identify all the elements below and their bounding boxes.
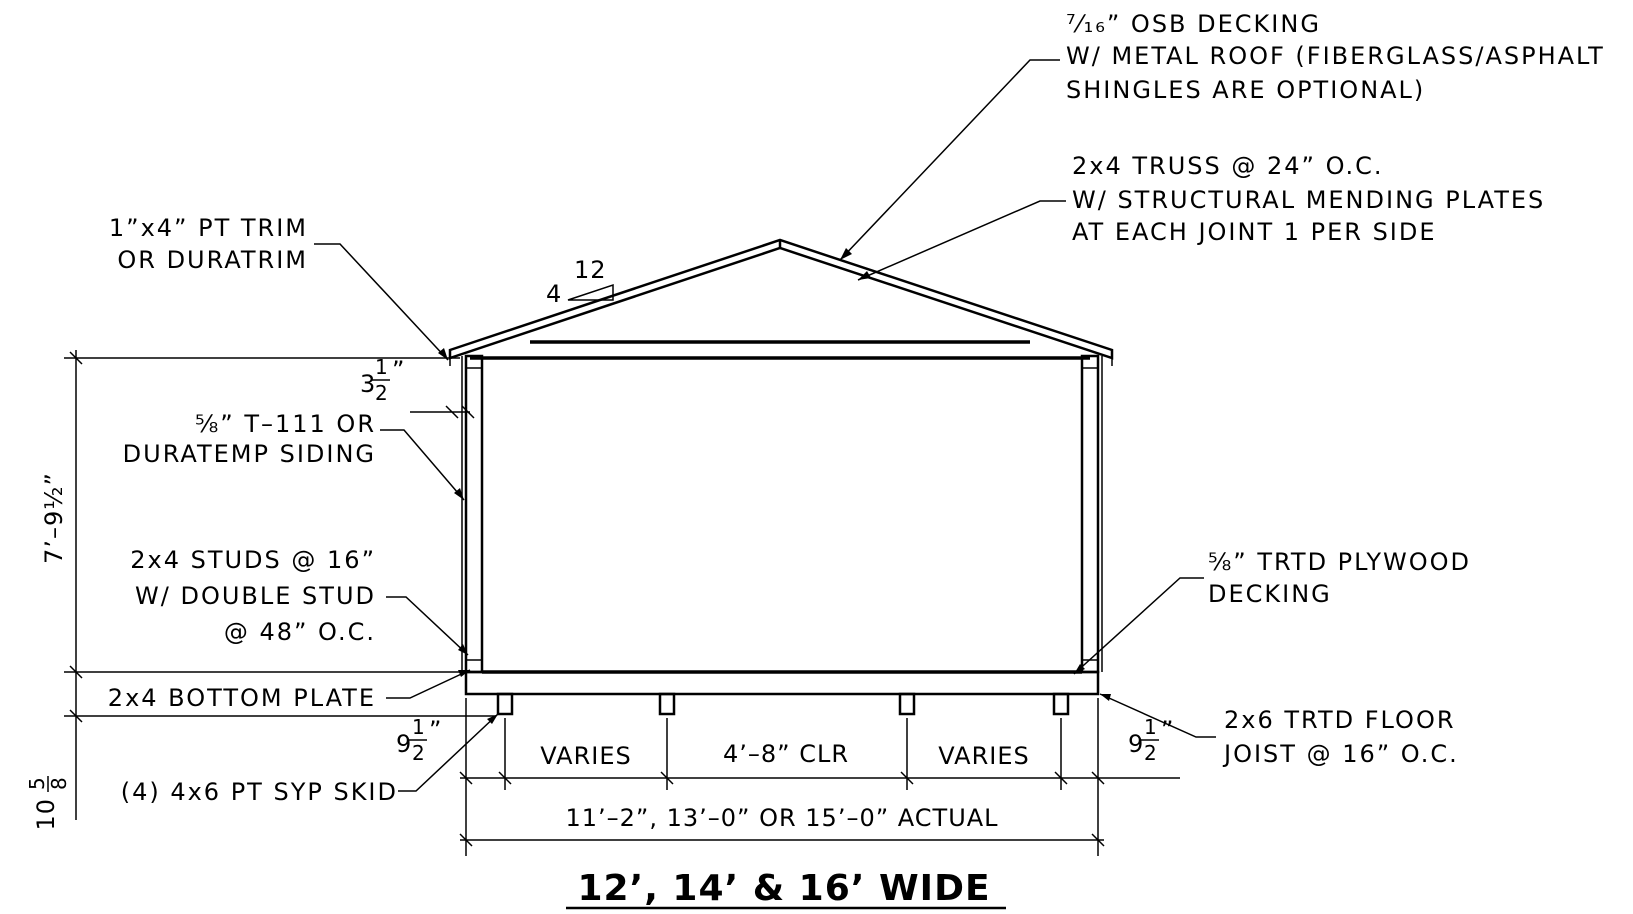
dimension-text: 7’–9½” 10 5 8 3 1 2 ” 9 1 2 ” 9 1 2 ” xyxy=(25,355,1174,832)
leader-siding xyxy=(380,429,465,501)
leader-siding-arrow xyxy=(454,488,464,500)
pitch-run: 12 xyxy=(574,256,607,284)
note-trim-2: OR DURATRIM xyxy=(117,246,308,274)
floor-joist xyxy=(464,670,1100,696)
note-truss-3: AT EACH JOINT 1 PER SIDE xyxy=(1072,218,1437,246)
skid-1 xyxy=(496,692,514,716)
leader-studs xyxy=(386,596,469,656)
leaders xyxy=(314,59,1216,792)
tick-overall-right xyxy=(1091,833,1105,847)
walls xyxy=(461,354,1103,674)
tick-span-4 xyxy=(900,771,914,785)
notes: ⁷⁄₁₆” OSB DECKING W/ METAL ROOF (FIBERGL… xyxy=(108,10,1605,806)
drawing-title: 12’, 14’ & 16’ WIDE xyxy=(577,868,990,909)
tick-wall-bottom xyxy=(69,665,83,679)
skids xyxy=(496,692,1070,716)
pitch-rise: 4 xyxy=(546,280,562,308)
tick-plate-a xyxy=(445,405,459,419)
note-skid: (4) 4x6 PT SYP SKID xyxy=(121,778,398,806)
tick-span-5 xyxy=(1054,771,1068,785)
dimension-lines xyxy=(64,350,1180,856)
right-wall-stud xyxy=(1080,354,1100,674)
leader-trim xyxy=(314,243,449,361)
note-studs-1: 2x4 STUDS @ 16” xyxy=(130,546,376,574)
leader-roof-decking xyxy=(839,59,1060,261)
note-studs-3: @ 48” O.C. xyxy=(224,618,376,646)
leader-floor-joist xyxy=(1099,693,1216,738)
dim-span-center: 4’–8” CLR xyxy=(723,740,849,768)
dim-overhang-left-den: 2 xyxy=(412,741,425,765)
left-top-plate xyxy=(465,355,483,369)
leader-roof-decking-arrow xyxy=(840,248,852,260)
note-roof-decking-1: ⁷⁄₁₆” OSB DECKING xyxy=(1066,10,1321,38)
floor xyxy=(464,670,1100,696)
note-floor-decking-1: ⅝” TRTD PLYWOOD xyxy=(1208,548,1471,576)
dim-overhang-left: 9 1 2 ” xyxy=(396,715,442,765)
dim-overhang-right-den: 2 xyxy=(1144,741,1157,765)
dim-wall-height: 7’–9½” xyxy=(40,472,68,564)
leader-truss-arrow xyxy=(858,271,871,280)
note-siding-1: ⅝” T–111 OR xyxy=(195,410,376,438)
note-siding-2: DURATEMP SIDING xyxy=(123,440,376,468)
dim-overhang-left-inch: ” xyxy=(429,716,442,744)
note-studs-2: W/ DOUBLE STUD xyxy=(135,582,376,610)
dim-plate-num: 1 xyxy=(375,355,388,379)
dim-floor-height-whole: 10 xyxy=(32,798,60,831)
tick-span-1 xyxy=(459,771,473,785)
note-roof-decking-2: W/ METAL ROOF (FIBERGLASS/ASPHALT xyxy=(1066,42,1605,70)
dim-plate-den: 2 xyxy=(375,381,388,405)
dim-span-left: VARIES xyxy=(540,742,631,770)
leader-bottom-plate xyxy=(386,669,471,699)
note-floor-decking-2: DECKING xyxy=(1208,580,1332,608)
dim-overhang-right-num: 1 xyxy=(1144,715,1157,739)
leader-skid xyxy=(398,713,499,792)
tick-span-3 xyxy=(660,771,674,785)
pitch-triangle xyxy=(567,283,614,301)
tick-wall-top xyxy=(69,351,83,365)
dim-overall: 11’–2”, 13’–0” OR 15’–0” ACTUAL xyxy=(565,804,998,832)
dim-span-right: VARIES xyxy=(938,742,1029,770)
tick-overall-left xyxy=(459,833,473,847)
tick-plate-b xyxy=(461,405,475,419)
tick-span-6 xyxy=(1091,771,1105,785)
dim-floor-height-den: 8 xyxy=(47,777,71,790)
note-floor-joist-1: 2x6 TRTD FLOOR xyxy=(1224,706,1456,734)
dim-plate-inch: ” xyxy=(392,356,405,384)
note-bottom-plate: 2x4 BOTTOM PLATE xyxy=(108,684,376,712)
dim-floor-height-num: 5 xyxy=(25,777,49,790)
skid-3 xyxy=(898,692,916,716)
dim-overhang-right-whole: 9 xyxy=(1128,730,1144,758)
leader-truss xyxy=(857,200,1066,281)
roof-pitch-symbol: 12 4 xyxy=(546,256,614,308)
leader-bottom-plate-arrow xyxy=(458,670,470,677)
leader-floor-joist-arrow xyxy=(1100,694,1111,701)
dim-plate: 3 1 2 ” xyxy=(360,355,405,405)
leader-studs-arrow xyxy=(458,644,468,655)
note-roof-decking-3: SHINGLES ARE OPTIONAL) xyxy=(1066,76,1425,104)
dim-overhang-left-whole: 9 xyxy=(396,730,412,758)
left-wall-stud xyxy=(464,354,484,674)
right-top-plate xyxy=(1081,355,1099,369)
note-truss-2: W/ STRUCTURAL MENDING PLATES xyxy=(1072,186,1545,214)
tick-floor-bottom xyxy=(69,709,83,723)
right-bottom-plate xyxy=(1081,659,1099,673)
drawing-title-group: 12’, 14’ & 16’ WIDE xyxy=(566,868,1006,910)
leader-floor-decking xyxy=(1073,577,1204,675)
note-truss-1: 2x4 TRUSS @ 24” O.C. xyxy=(1072,152,1384,180)
skid-2 xyxy=(658,692,676,716)
leader-floor-decking-arrow xyxy=(1074,664,1085,674)
skid-4 xyxy=(1052,692,1070,716)
note-trim-1: 1”x4” PT TRIM xyxy=(109,214,308,242)
note-floor-joist-2: JOIST @ 16” O.C. xyxy=(1222,740,1459,768)
dim-overhang-right: 9 1 2 ” xyxy=(1128,715,1174,765)
dim-overhang-right-inch: ” xyxy=(1161,716,1174,744)
dim-overhang-left-num: 1 xyxy=(412,715,425,739)
dim-floor-height: 10 5 8 xyxy=(25,776,71,831)
dim-plate-whole: 3 xyxy=(360,370,376,398)
leader-trim-arrow xyxy=(438,348,448,360)
tick-span-2 xyxy=(498,771,512,785)
